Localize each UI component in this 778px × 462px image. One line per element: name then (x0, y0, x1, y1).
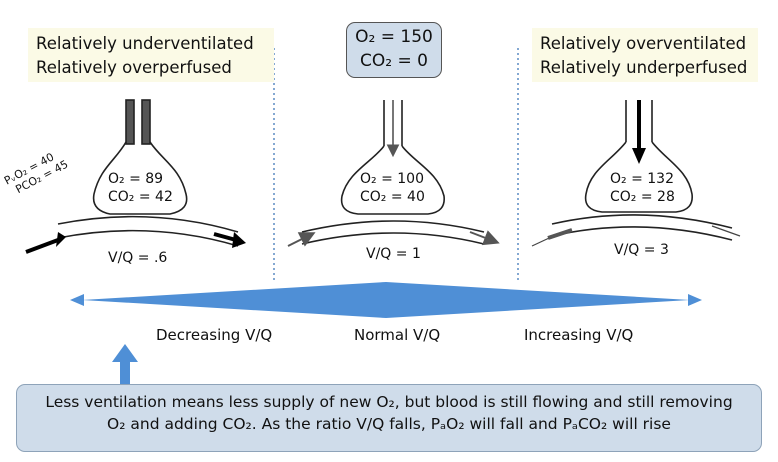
pointer-arrow-head (112, 344, 138, 362)
capillary-right-lower (551, 226, 733, 241)
alveolus-left-values: O₂ = 89 CO₂ = 42 (108, 170, 173, 206)
axis-decreasing-label: Decreasing V/Q (156, 326, 273, 344)
alveolus-right-values: O₂ = 132 CO₂ = 28 (610, 170, 675, 206)
left-o2: O₂ = 89 (108, 171, 164, 187)
inspired-o2: O₂ = 150 (355, 27, 433, 47)
inspired-gas-box: O₂ = 150 CO₂ = 0 (346, 22, 442, 78)
vq-middle: V/Q = 1 (366, 246, 421, 262)
axis-increasing-label: Increasing V/Q (524, 326, 634, 344)
overventilated-line: Relatively overventilated (540, 34, 747, 53)
blood-out-arrow-left (213, 232, 237, 242)
alveolus-middle (301, 100, 485, 245)
vq-left: V/Q = .6 (108, 250, 168, 266)
overperfused-line: Relatively overperfused (36, 58, 232, 77)
alveolus-right (551, 100, 733, 241)
airway-left-wall-r (141, 99, 151, 145)
capillary-left-upper (57, 215, 239, 233)
vq-right: V/Q = 3 (614, 242, 669, 258)
right-o2: O₂ = 132 (610, 171, 674, 187)
pointer-arrow-shaft (120, 358, 130, 386)
blood-in-arrow-left (25, 238, 59, 254)
explanation-caption: Less ventilation means less supply of ne… (16, 384, 762, 452)
axis-normal-label: Normal V/Q (354, 326, 441, 344)
underventilated-line: Relatively underventilated (36, 34, 254, 53)
alveolus-left (57, 99, 239, 247)
right-co2: CO₂ = 28 (610, 189, 675, 205)
underperfused-line: Relatively underperfused (540, 58, 748, 77)
capillary-left-lower (57, 229, 239, 247)
vq-axis-diamond (82, 282, 690, 318)
capillary-middle-lower (301, 232, 485, 245)
left-co2: CO₂ = 42 (108, 189, 173, 205)
blood-out-arrow-middle (469, 230, 500, 246)
capillary-right-upper (551, 214, 733, 229)
middle-o2: O₂ = 100 (360, 171, 424, 187)
blood-line-right-out (711, 225, 741, 237)
blood-in-small-right (547, 228, 573, 240)
blood-in-arrow-middle (287, 232, 316, 247)
inspired-co2: CO₂ = 0 (360, 51, 428, 71)
alveolus-middle-values: O₂ = 100 CO₂ = 40 (360, 170, 425, 206)
underventilated-note: Relatively underventilated Relatively ov… (28, 28, 274, 82)
caption-line-2: O₂ and adding CO₂. As the ratio V/Q fall… (107, 415, 671, 433)
capillary-middle-upper (301, 220, 485, 233)
caption-line-1: Less ventilation means less supply of ne… (45, 393, 733, 411)
overventilated-note: Relatively overventilated Relatively und… (532, 28, 758, 82)
middle-co2: CO₂ = 40 (360, 189, 425, 205)
airway-left-wall-l (125, 99, 135, 145)
